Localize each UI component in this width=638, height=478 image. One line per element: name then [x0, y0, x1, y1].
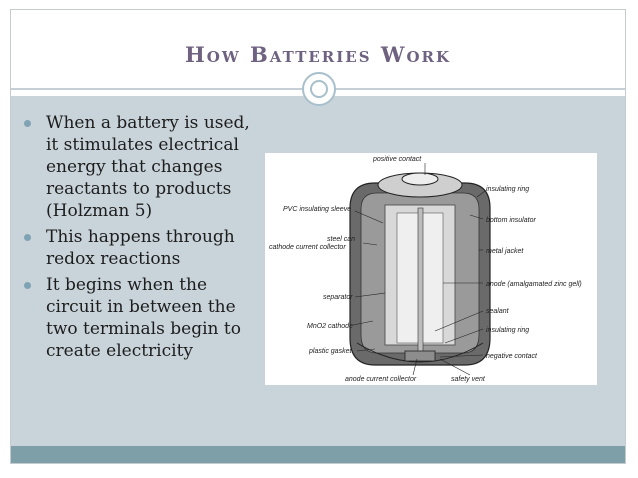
label-safety-vent: safety vent — [451, 376, 486, 383]
circle-ornament-inner — [310, 80, 328, 98]
label-anode: anode (amalgamated zinc gell) — [486, 281, 582, 288]
label-positive-contact: positive contact — [372, 156, 422, 163]
label-sealant: sealant — [486, 308, 510, 315]
label-negative-contact: negative contact — [486, 353, 538, 360]
label-cathode-collector: cathode current collector — [269, 244, 346, 251]
slide-frame — [10, 9, 626, 464]
battery-cutaway-illustration: positive contact insulating ring PVC ins… — [269, 156, 582, 383]
label-anode-collector: anode current collector — [345, 376, 417, 383]
bullet-list: When a battery is used, it stimulates el… — [16, 112, 266, 366]
slide-title: How Batteries Work — [184, 42, 452, 67]
circle-ornament-icon — [302, 72, 336, 106]
label-insulating-ring-bottom: insulating ring — [486, 327, 529, 334]
bullet-text: When a battery is used, it stimulates el… — [46, 113, 250, 221]
label-plastic-gasket: plastic gasket — [308, 348, 352, 355]
label-separator: separator — [323, 294, 353, 301]
bullet-item: It begins when the circuit in between th… — [16, 274, 266, 362]
bullet-text: It begins when the circuit in between th… — [46, 275, 241, 361]
bullet-dot-icon — [24, 282, 31, 289]
battery-body — [349, 172, 491, 366]
label-cathode: MnO2 cathode — [307, 323, 353, 330]
bullet-text: This happens through redox reactions — [46, 227, 235, 269]
leader-lines — [352, 163, 486, 376]
battery-diagram: positive contact insulating ring PVC ins… — [265, 153, 597, 385]
bullet-item: This happens through redox reactions — [16, 226, 266, 270]
bullet-dot-icon — [24, 120, 31, 127]
footer-bar — [11, 446, 625, 463]
label-steel-can: steel can — [327, 236, 355, 243]
label-insulating-ring-top: insulating ring — [486, 186, 529, 193]
label-bottom-insulator: bottom insulator — [486, 217, 536, 224]
label-pvc-sleeve: PVC insulating sleeve — [283, 206, 351, 213]
bullet-item: When a battery is used, it stimulates el… — [16, 112, 266, 222]
label-metal-jacket: metal jacket — [486, 248, 524, 255]
bullet-dot-icon — [24, 234, 31, 241]
